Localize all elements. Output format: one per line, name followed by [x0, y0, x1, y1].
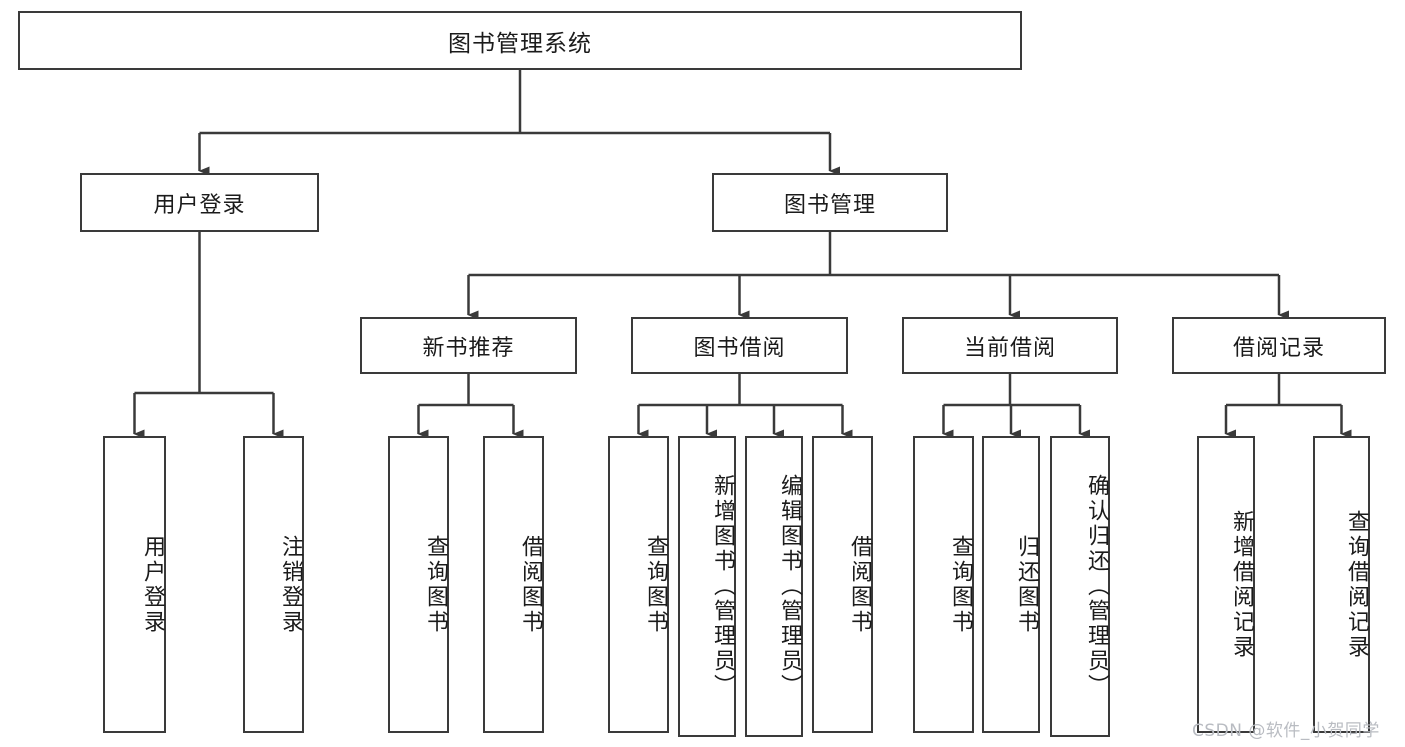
- node-borrow[interactable]: 图书借阅: [631, 317, 848, 374]
- node-l-bw-query[interactable]: 查询图书: [608, 436, 669, 733]
- watermark-label: CSDN @软件_小贺同学: [1192, 721, 1380, 741]
- node-records[interactable]: 借阅记录: [1172, 317, 1386, 374]
- node-l-bw-borrow[interactable]: 借阅图书: [812, 436, 873, 733]
- node-l-login[interactable]: 用户登录: [103, 436, 166, 733]
- node-bookmgmt[interactable]: 图书管理: [712, 173, 948, 232]
- node-login[interactable]: 用户登录: [80, 173, 319, 232]
- node-l-bw-add[interactable]: 新增图书（管理员）: [678, 436, 736, 737]
- node-l-logout[interactable]: 注销登录: [243, 436, 304, 733]
- node-l-bw-edit[interactable]: 编辑图书（管理员）: [745, 436, 803, 737]
- node-l-cu-confirm[interactable]: 确认归还（管理员）: [1050, 436, 1110, 737]
- node-l-cu-return[interactable]: 归还图书: [982, 436, 1040, 733]
- node-l-rc-query[interactable]: 查询借阅记录: [1313, 436, 1370, 733]
- node-l-cu-query[interactable]: 查询图书: [913, 436, 974, 733]
- node-newbook[interactable]: 新书推荐: [360, 317, 577, 374]
- node-l-nb-query[interactable]: 查询图书: [388, 436, 449, 733]
- node-current[interactable]: 当前借阅: [902, 317, 1118, 374]
- node-root[interactable]: 图书管理系统: [18, 11, 1022, 70]
- node-l-rc-add[interactable]: 新增借阅记录: [1197, 436, 1255, 733]
- node-l-nb-borrow[interactable]: 借阅图书: [483, 436, 544, 733]
